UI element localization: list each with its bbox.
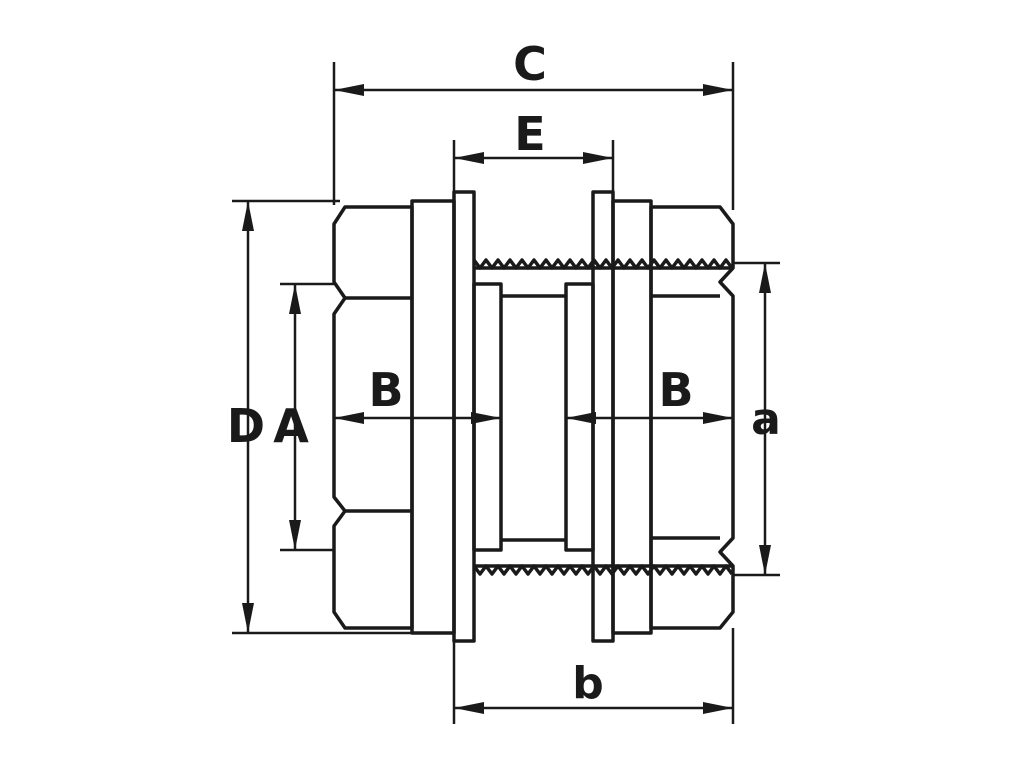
right-hex-nut	[649, 205, 735, 630]
left-washer	[452, 190, 476, 643]
label-b-left: B	[368, 363, 403, 417]
label-b-small: b	[572, 658, 604, 709]
label-a-small: a	[751, 394, 781, 445]
left-hex-nut	[332, 205, 414, 630]
extension-lines	[232, 62, 780, 724]
thread-bottom	[472, 564, 734, 576]
dimension-labels: C E D A B B a b	[227, 37, 781, 709]
label-c: C	[513, 37, 547, 91]
fitting-body	[332, 190, 735, 643]
label-e: E	[514, 107, 545, 161]
thread-top	[472, 258, 734, 270]
dimension-lines	[242, 84, 771, 714]
label-a: A	[273, 399, 309, 453]
label-d: D	[227, 399, 265, 453]
label-b-right: B	[658, 363, 693, 417]
